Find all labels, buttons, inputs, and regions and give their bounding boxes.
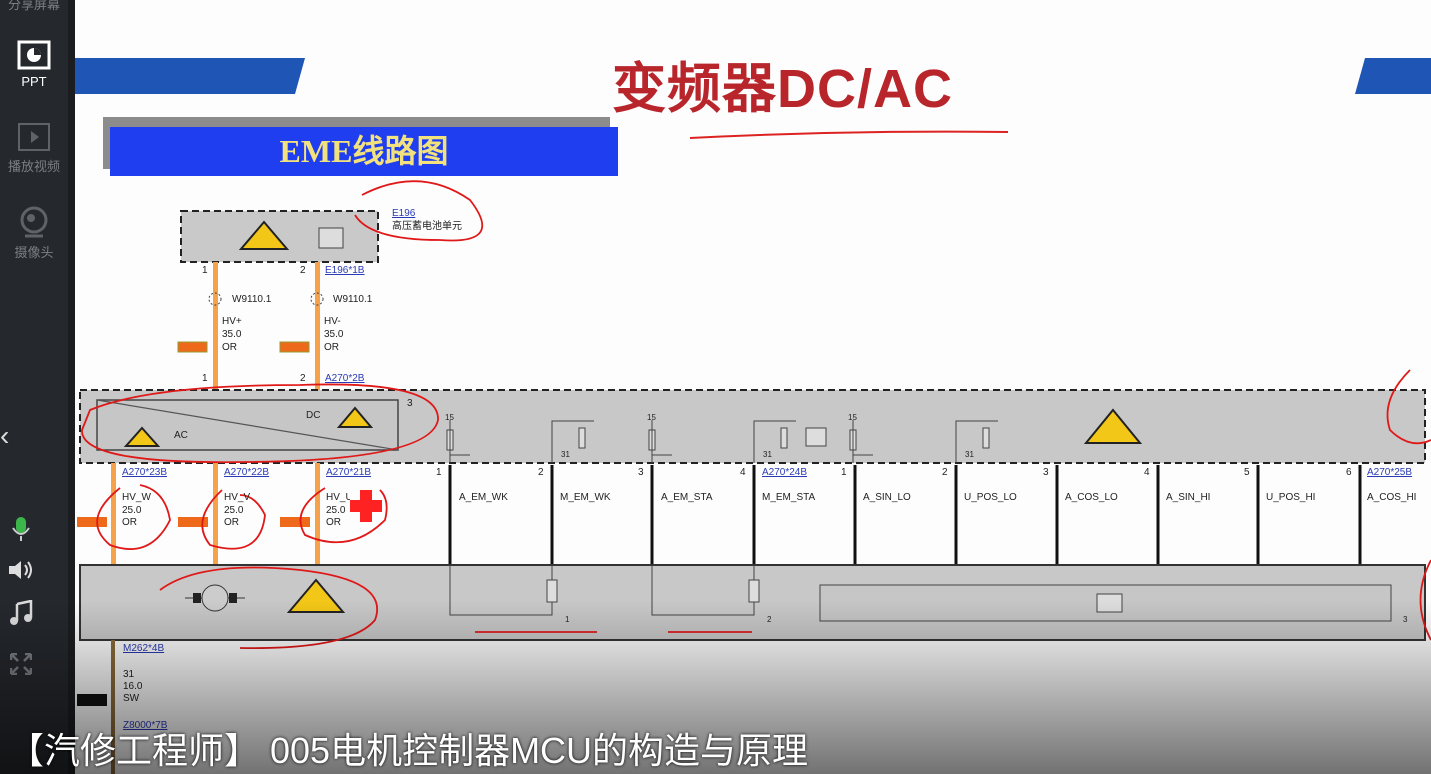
signal-name: A_SIN_LO: [863, 492, 911, 503]
wire-color: OR: [324, 342, 339, 353]
section-banner: EME线路图: [110, 127, 618, 176]
signal-name: U_POS_HI: [1266, 492, 1316, 503]
ac-label: AC: [174, 430, 188, 441]
signal-name: A_COS_HI: [1367, 492, 1417, 503]
pin: 4: [1144, 467, 1150, 478]
red-cross-annotation: [350, 490, 382, 522]
pin: 4: [740, 467, 746, 478]
wire-size: 25.0: [122, 505, 142, 516]
annotation-underline: [689, 130, 1009, 139]
wire-color: OR: [326, 517, 341, 528]
pin: 2: [767, 615, 772, 624]
battery-name: 高压蓄电池单元: [392, 221, 462, 232]
play-video-icon: [18, 123, 50, 151]
pin: 2: [538, 467, 544, 478]
wire-name: HV+: [222, 316, 242, 327]
speaker-icon[interactable]: [7, 558, 35, 582]
wire-color: OR: [122, 517, 137, 528]
pin: 1: [436, 467, 442, 478]
pin: 2: [300, 373, 306, 384]
sidebar-item-camera[interactable]: 摄像头: [0, 206, 68, 261]
battery-connector[interactable]: E196*1B: [325, 265, 365, 276]
phase-connector[interactable]: A270*22B: [224, 467, 270, 478]
pin: 1: [202, 265, 208, 276]
terminal-label: 15: [647, 413, 656, 422]
header-bar-right: [1355, 58, 1431, 94]
pin: 5: [1244, 467, 1250, 478]
signal-name: A_EM_STA: [661, 492, 713, 503]
battery-id[interactable]: E196: [392, 208, 416, 219]
video-subtitle: 【汽修工程师】 005电机控制器MCU的构造与原理: [8, 730, 809, 771]
camera-icon: [20, 206, 48, 238]
signal-name: A_COS_LO: [1065, 492, 1118, 503]
wire-size: 25.0: [224, 505, 244, 516]
share-screen-item[interactable]: 分享屏幕: [7, 0, 60, 12]
dc-label: DC: [306, 410, 321, 421]
wire-color: OR: [222, 342, 237, 353]
wire-size: 16.0: [123, 681, 143, 692]
wire-color: SW: [123, 693, 140, 704]
terminal-label: 15: [848, 413, 857, 422]
wire-size: 35.0: [222, 329, 242, 340]
pin: 3: [407, 398, 413, 409]
pin: 1: [202, 373, 208, 384]
sidebar-item-ppt[interactable]: PPT: [0, 40, 68, 89]
terminal-label: 31: [763, 450, 772, 459]
pin: 6: [1346, 467, 1352, 478]
fuse-label: W9110.1: [333, 294, 373, 305]
ppt-icon: [17, 40, 51, 70]
wire-name: HV_U: [326, 492, 350, 503]
terminal-label: 15: [445, 413, 454, 422]
pin: 2: [942, 467, 948, 478]
signal-name: M_EM_STA: [762, 492, 816, 503]
microphone-icon[interactable]: [10, 515, 32, 543]
pin: 2: [300, 265, 306, 276]
sidebar-item-play-video[interactable]: 播放视频: [0, 122, 68, 175]
ground-connector[interactable]: M262*4B: [123, 643, 165, 654]
pin: 3: [1043, 467, 1049, 478]
wire-color: OR: [224, 517, 239, 528]
wire-name: HV-: [324, 316, 341, 327]
phase-connector[interactable]: A270*23B: [122, 467, 168, 478]
wire-name: 31: [123, 669, 135, 680]
pin: 1: [565, 615, 570, 624]
wire-name: HV_W: [122, 492, 151, 503]
signal-name: A_EM_WK: [459, 492, 508, 503]
signal-name: U_POS_LO: [964, 492, 1017, 503]
sidebar-divider: [68, 0, 75, 774]
signal-name: A_SIN_HI: [1166, 492, 1211, 503]
pin: 1: [841, 467, 847, 478]
signal-connector[interactable]: A270*24B: [762, 467, 808, 478]
inverter-connector[interactable]: A270*2B: [325, 373, 365, 384]
terminal-label: 31: [965, 450, 974, 459]
phase-connector[interactable]: A270*21B: [326, 467, 372, 478]
collapse-chevron-icon[interactable]: ‹: [0, 420, 10, 451]
signal-connector[interactable]: A270*25B: [1367, 467, 1413, 478]
battery-box: [180, 210, 379, 263]
pin: 3: [1403, 615, 1408, 624]
terminal-label: 31: [561, 450, 570, 459]
signal-name: M_EM_WK: [560, 492, 611, 503]
pin: 3: [638, 467, 644, 478]
wire-size: 35.0: [324, 329, 344, 340]
wire-size: 25.0: [326, 505, 346, 516]
header-bar-left: [75, 58, 305, 94]
slide-title: 变频器DC/AC: [612, 59, 953, 119]
wire-name: HV_V: [224, 492, 251, 503]
fuse-label: W9110.1: [232, 294, 272, 305]
